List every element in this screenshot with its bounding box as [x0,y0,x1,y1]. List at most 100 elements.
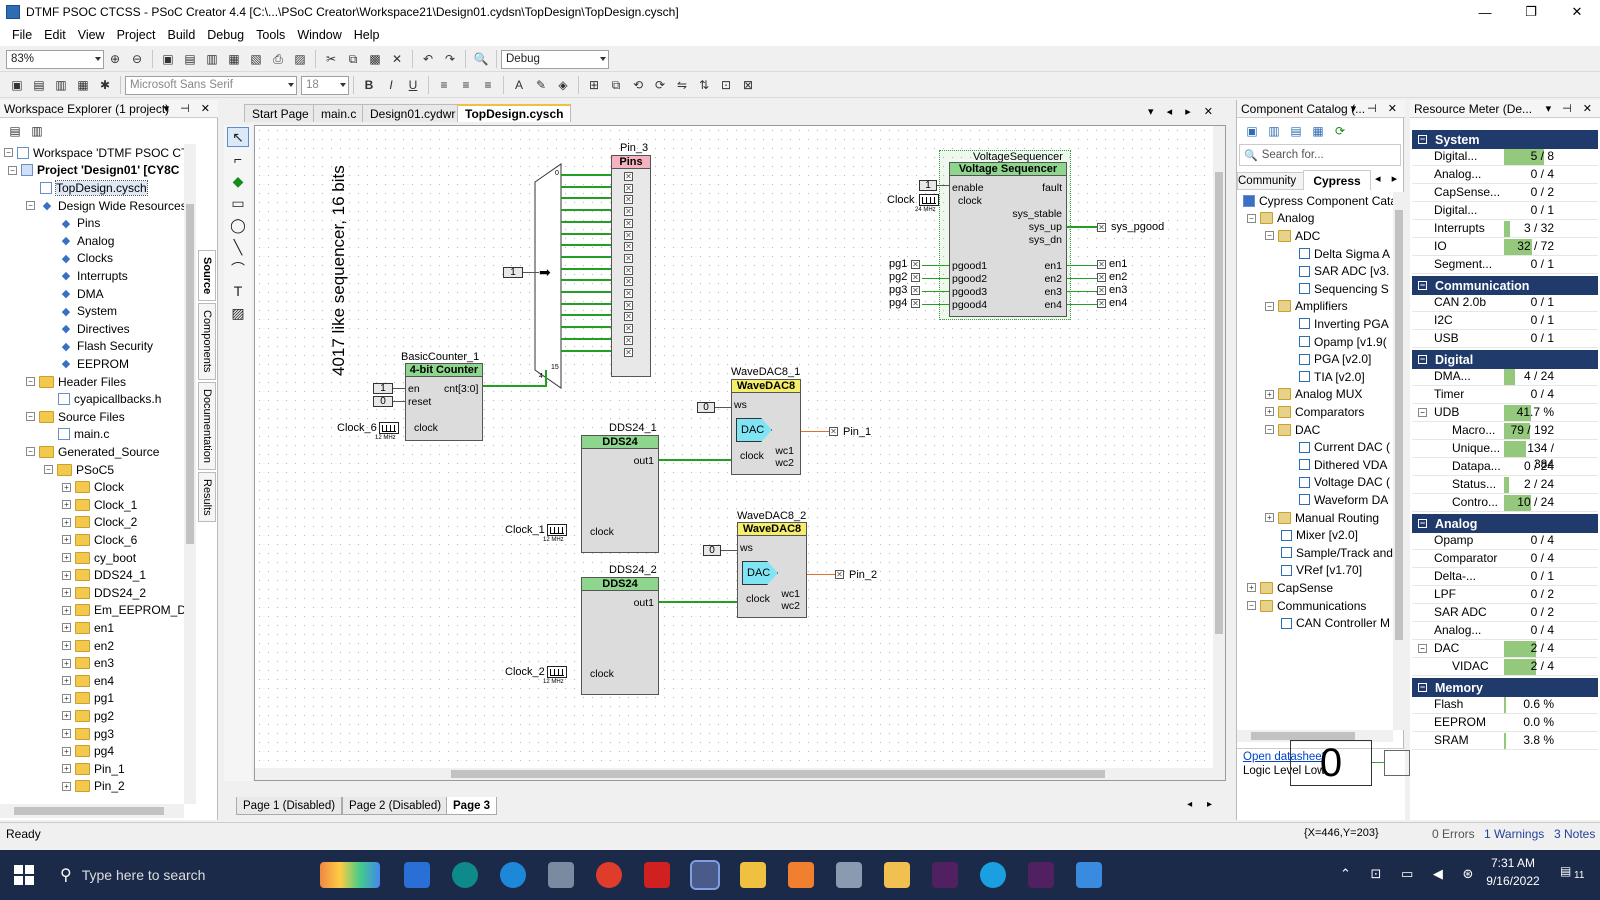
vtab-documentation[interactable]: Documentation [198,381,216,470]
expand-icon[interactable]: + [62,711,71,721]
delete-icon[interactable]: ✕ [391,52,403,66]
close-button[interactable]: ✕ [1571,4,1583,19]
flip-v-icon[interactable]: ⇅ [698,78,710,92]
news-widget-icon[interactable] [320,862,380,888]
collapse-icon[interactable]: − [4,148,13,158]
ws-tree-item[interactable]: ◆System [58,302,117,320]
page-tab-1[interactable]: Page 1 (Disabled) [236,797,343,815]
ws-tree-item[interactable]: +pg1 [62,690,114,708]
ws-tree-item[interactable]: +en4 [62,672,114,690]
ws-tree-item[interactable]: ◆EEPROM [58,355,129,373]
expand-icon[interactable]: + [62,676,71,686]
collapse-icon[interactable]: − [1265,231,1274,241]
snap-icon[interactable]: ⊠ [742,78,754,92]
paste-icon[interactable]: ▩ [369,52,381,66]
expand-icon[interactable]: + [62,535,71,545]
ws-tree-item[interactable]: cyapicallbacks.h [58,390,161,408]
zoom-out-icon[interactable]: ⊖ [131,52,143,66]
catalog-tree-item[interactable]: Opamp [v1.9( [1299,333,1387,351]
wire-tool-icon[interactable]: ⌐ [233,151,243,167]
minimize-button[interactable]: — [1478,4,1492,20]
expand-icon[interactable]: + [62,693,71,703]
canvas-vscroll[interactable] [1213,126,1225,780]
catalog-tree-item[interactable]: Current DAC ( [1299,438,1390,456]
collapse-icon[interactable]: − [1418,280,1427,290]
ws-tree-item[interactable]: +Clock_1 [62,496,137,514]
catalog-view-icon[interactable]: ▣ [1246,124,1258,138]
find-icon[interactable]: 🔍 [473,52,489,66]
ws-tree-item[interactable]: ◆DMA [58,285,104,303]
zoom-in-icon[interactable]: ⊕ [109,52,121,66]
collapse-icon[interactable]: − [8,165,17,175]
menu-edit[interactable]: Edit [44,28,66,42]
wdac2-component[interactable]: WaveDAC8 ws DAC clock wc1 wc2 [737,522,807,618]
ws-tree-item[interactable]: −Generated_Source [26,443,159,461]
ws-tree-item[interactable]: −Project 'Design01' [CY8C [8,162,179,180]
ws-tree-item[interactable]: ◆Analog [58,232,115,250]
bring-front-icon[interactable]: ⧉ [611,77,621,92]
psoc-creator-icon[interactable] [690,860,720,890]
notes-count[interactable]: 3 Notes [1554,827,1596,841]
chrome-icon[interactable] [596,862,622,888]
vtab-source[interactable]: Source [198,250,216,302]
panel-pin-icon[interactable]: ▾ ⊣ ✕ [163,103,214,115]
media-player-icon[interactable] [788,862,814,888]
catalog-tree-item[interactable]: −Communications [1247,597,1366,615]
wdac1-component[interactable]: WaveDAC8 ws DAC clock wc1 wc2 [731,379,801,475]
ws-tree-item[interactable]: ◆Interrupts [58,267,128,285]
line-color-icon[interactable]: ✎ [535,78,547,92]
ws-tree-item[interactable]: +Em_EEPROM_Dy [62,602,192,620]
catalog-tree-item[interactable]: Delta Sigma A [1299,245,1390,263]
collapse-icon[interactable]: − [26,377,35,387]
catalog-tree-item[interactable]: PGA [v2.0] [1299,350,1371,368]
expand-icon[interactable]: + [1265,389,1274,399]
arduino-icon[interactable] [452,862,478,888]
component-tool-icon[interactable]: ◆ [232,172,244,189]
collapse-icon[interactable]: − [26,201,35,211]
ws-tree-item[interactable]: +en2 [62,637,114,655]
menu-window[interactable]: Window [297,28,342,42]
open-datasheet-link[interactable]: Open datasheet [1243,751,1325,763]
zoom-combo[interactable]: 83% [6,49,104,69]
edge-icon[interactable] [500,862,526,888]
ws-tree-item[interactable]: −Workspace 'DTMF PSOC CTCSS [4,144,196,162]
arc-tool-icon[interactable]: ⌒ [231,261,245,277]
catalog-pin-icon[interactable]: ▾ ⊣ ✕ [1350,103,1401,115]
catalog-tree-item[interactable]: −Analog [1247,210,1314,228]
clock6-symbol[interactable] [379,422,399,434]
ws-tree-item[interactable]: ◆Pins [58,214,101,232]
collapse-icon[interactable]: − [1247,213,1256,223]
expand-icon[interactable]: + [62,764,71,774]
align-objects-icon[interactable]: ⊞ [588,78,600,92]
dds2-component[interactable]: DDS24 out1 clock [581,577,659,695]
ws-tree-item[interactable]: +Pin_1 [62,760,125,778]
underline-icon[interactable]: U [408,78,418,92]
expand-icon[interactable]: + [1265,407,1274,417]
windows-start-icon[interactable] [14,865,34,885]
build-icon[interactable]: ▤ [33,78,45,92]
save-icon[interactable]: ▦ [228,52,240,66]
notification-icon[interactable]: ▤ [1560,864,1572,878]
collapse-icon[interactable]: − [1418,134,1427,144]
debug-icon[interactable]: ✱ [99,78,111,92]
menu-build[interactable]: Build [167,28,196,42]
catalog-tree-item[interactable]: +Manual Routing [1265,509,1379,527]
catalog-tree-item[interactable]: −Amplifiers [1265,298,1348,316]
align-right-icon[interactable]: ≡ [484,78,492,92]
ws-tree-item[interactable]: −Header Files [26,373,126,391]
menu-debug[interactable]: Debug [207,28,245,42]
ws-tree-item[interactable]: ◆Flash Security [58,338,153,356]
pin3-component[interactable]: Pins ✕✕✕✕✕✕✕✕✕✕✕✕✕✕✕✕ [611,155,651,377]
vseq-enable-constant[interactable]: 1 [919,180,937,191]
program-icon[interactable]: ▣ [11,78,23,92]
catalog-tree-item[interactable]: +CapSense [1247,579,1333,597]
catalog-tree-item[interactable]: Sample/Track and [1281,544,1393,562]
catalog-tree-item[interactable]: CAN Controller M [1281,614,1390,632]
new-project-icon[interactable]: ▣ [162,52,174,66]
flip-h-icon[interactable]: ⇋ [676,78,688,92]
italic-icon[interactable]: I [389,78,393,92]
maximize-button[interactable]: ❐ [1525,4,1537,19]
catalog-group-icon[interactable]: ▦ [1312,124,1324,138]
ws-tree-item[interactable]: −PSoC5 [44,461,114,479]
expand-icon[interactable]: + [62,641,71,651]
